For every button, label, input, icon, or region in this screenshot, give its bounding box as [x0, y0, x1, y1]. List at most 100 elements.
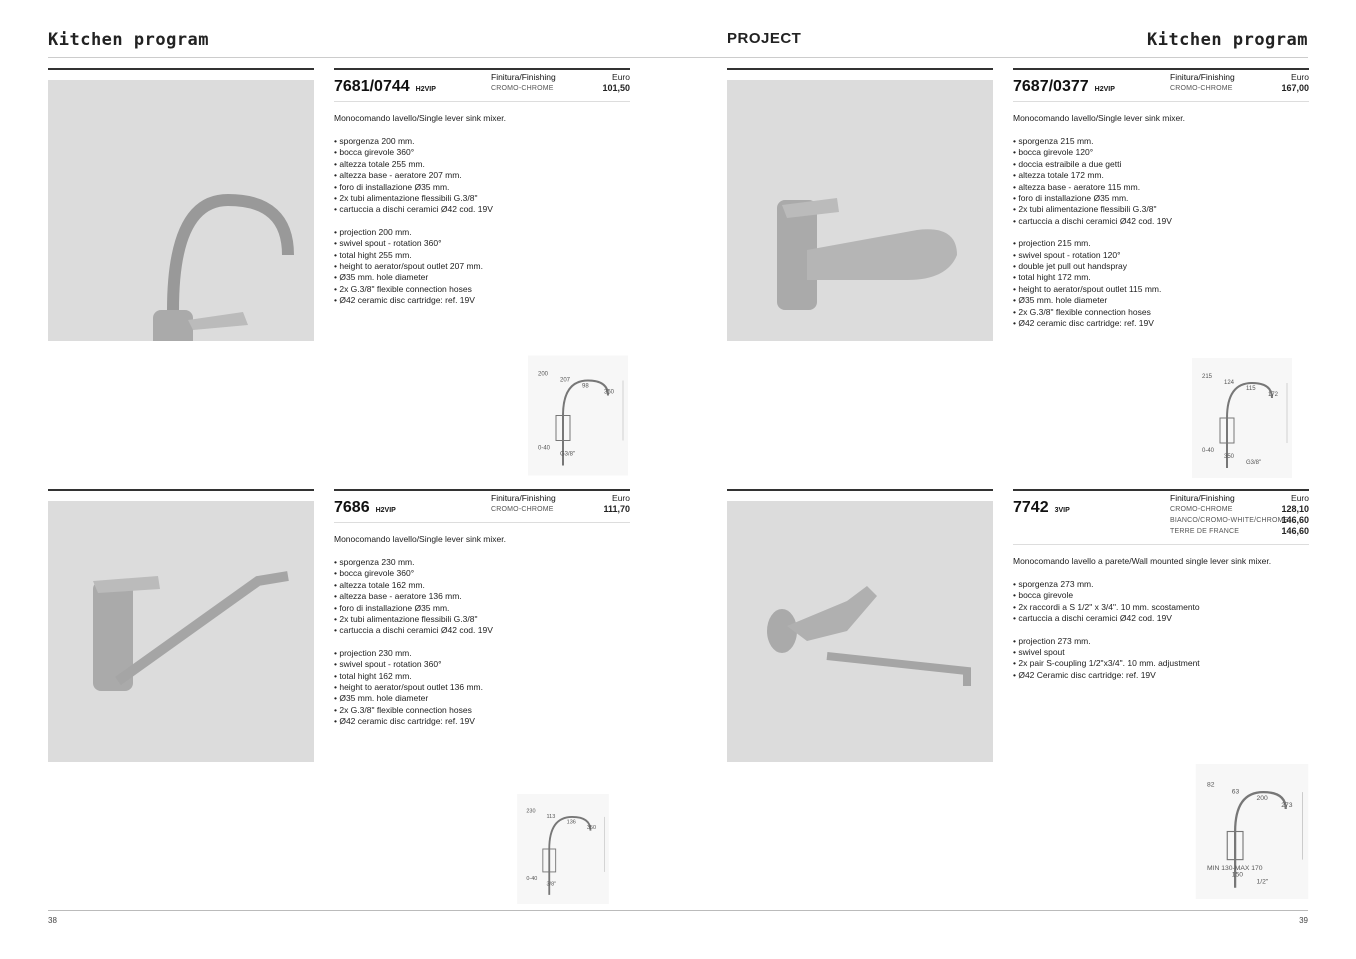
section-rule [727, 68, 993, 70]
feature-it: foro di installazione Ø35 mm. [334, 603, 493, 614]
section-rule [48, 489, 314, 491]
dimension-label: 63 [1232, 788, 1240, 795]
dimension-label: 98 [582, 384, 589, 390]
feature-en: 2x G.3/8" flexible connection hoses [334, 705, 483, 716]
feature-it: 2x tubi alimentazione flessibili G.3/8" [334, 614, 493, 625]
product-code: 7742 [1013, 499, 1049, 516]
footer-divider [48, 910, 1308, 911]
finish-name: BIANCO/CROMO-WHITE/CHROME [1170, 517, 1289, 524]
finishing-label: Finitura/Finishing [1170, 72, 1235, 82]
price: 167,00 [1281, 83, 1309, 93]
dimension-label: 200 [1257, 795, 1269, 802]
feature-en: projection 200 mm. [334, 227, 483, 238]
dimension-label: G3/8" [560, 452, 575, 458]
finishing-label: Finitura/Finishing [1170, 493, 1235, 503]
feature-it: altezza base - aeratore 115 mm. [1013, 182, 1172, 193]
feature-it: foro di installazione Ø35 mm. [334, 182, 493, 193]
feature-en: total hight 172 mm. [1013, 272, 1161, 283]
euro-label: Euro [612, 493, 630, 503]
feature-en: swivel spout - rotation 120° [1013, 250, 1161, 261]
product-description: Monocomando lavello/Single lever sink mi… [334, 534, 506, 544]
feature-en: Ø35 mm. hole diameter [1013, 295, 1161, 306]
feature-en: swivel spout [1013, 647, 1200, 658]
features-english: projection 215 mm.swivel spout - rotatio… [1013, 238, 1161, 329]
euro-label: Euro [612, 72, 630, 82]
feature-en: 2x pair S-coupling 1/2"x3/4". 10 mm. adj… [1013, 658, 1199, 669]
section-rule [727, 489, 993, 491]
finish-name: TERRE DE FRANCE [1170, 528, 1240, 535]
dimension-label: 115 [1246, 386, 1256, 392]
feature-it: cartuccia a dischi ceramici Ø42 cod. 19V [334, 625, 493, 636]
euro-label: Euro [1291, 493, 1309, 503]
price: 101,50 [602, 83, 630, 93]
divider [1013, 101, 1309, 102]
section-rule [1013, 489, 1309, 491]
feature-it: cartuccia a dischi ceramici Ø42 cod. 19V [1013, 216, 1172, 227]
finish-name: CROMO-CHROME [1170, 506, 1233, 513]
features-italian: sporgenza 273 mm.bocca girevole2x raccor… [1013, 579, 1200, 625]
feature-en: Ø35 mm. hole diameter [334, 272, 483, 283]
dimension-label: 273 [1281, 802, 1293, 809]
feature-it: cartuccia a dischi ceramici Ø42 cod. 19V [334, 204, 493, 215]
feature-it: foro di installazione Ø35 mm. [1013, 193, 1172, 204]
dimension-label: 350 [604, 390, 615, 396]
section-rule [334, 489, 630, 491]
dimension-label: 207 [560, 378, 571, 384]
feature-it: doccia estraibile a due getti [1013, 159, 1172, 170]
feature-it: 2x raccordi a S 1/2" x 3/4". 10 mm. scos… [1013, 602, 1199, 613]
features-italian: sporgenza 215 mm.bocca girevole 120°docc… [1013, 136, 1172, 227]
dimension-label: 1/2" [1257, 878, 1269, 885]
product-code: 7687/0377 [1013, 78, 1089, 95]
feature-it: bocca girevole 360° [334, 147, 493, 158]
dimension-label: 0-40 [1202, 448, 1215, 454]
feature-en: projection 273 mm. [1013, 636, 1200, 647]
feature-it: sporgenza 273 mm. [1013, 579, 1200, 590]
section-rule [334, 68, 630, 70]
feature-it: altezza totale 255 mm. [334, 159, 493, 170]
product-code: 7686 [334, 499, 370, 516]
dimension-label: 200 [538, 372, 549, 378]
dimension-label: 215 [1202, 374, 1213, 380]
header-left-title: Kitchen program [48, 30, 210, 50]
feature-it: altezza totale 162 mm. [334, 580, 493, 591]
price: 111,70 [603, 504, 630, 514]
finish-name: CROMO-CHROME [491, 506, 554, 513]
header-right-title: Kitchen program [1146, 30, 1308, 50]
product-description: Monocomando lavello a parete/Wall mounte… [1013, 556, 1272, 566]
feature-en: height to aerator/spout outlet 207 mm. [334, 261, 483, 272]
feature-it: 2x tubi alimentazione flessibili G.3/8" [334, 193, 493, 204]
feature-en: height to aerator/spout outlet 115 mm. [1013, 284, 1161, 295]
feature-en: total hight 255 mm. [334, 250, 483, 261]
feature-en: Ø42 Ceramic disc cartridge: ref. 19V [1013, 670, 1200, 681]
divider [334, 522, 630, 523]
feature-it: sporgenza 230 mm. [334, 557, 493, 568]
feature-en: height to aerator/spout outlet 136 mm. [334, 682, 483, 693]
header-center-label: PROJECT [727, 30, 802, 47]
product-series: H2VIP [375, 507, 396, 514]
dimension-label: 124 [1224, 380, 1235, 386]
product-description: Monocomando lavello/Single lever sink mi… [1013, 113, 1185, 123]
product-photo [48, 501, 314, 762]
finishing-label: Finitura/Finishing [491, 72, 556, 82]
dimension-label: G3/8" [1246, 460, 1261, 466]
feature-en: projection 215 mm. [1013, 238, 1161, 249]
dimension-label: 0-40 [526, 876, 537, 882]
price: 128,10 [1281, 504, 1309, 514]
header-divider [48, 57, 1308, 58]
price: 146,60 [1281, 515, 1309, 525]
dimension-label: 113 [547, 814, 556, 820]
features-english: projection 230 mm.swivel spout - rotatio… [334, 648, 483, 728]
product-series: 3VIP [1054, 507, 1070, 514]
faucet-image [153, 193, 294, 380]
product-description: Monocomando lavello/Single lever sink mi… [334, 113, 506, 123]
feature-en: 2x G.3/8" flexible connection hoses [1013, 307, 1161, 318]
dimension-label: 3/8" [547, 882, 557, 888]
product-photo [727, 501, 993, 762]
